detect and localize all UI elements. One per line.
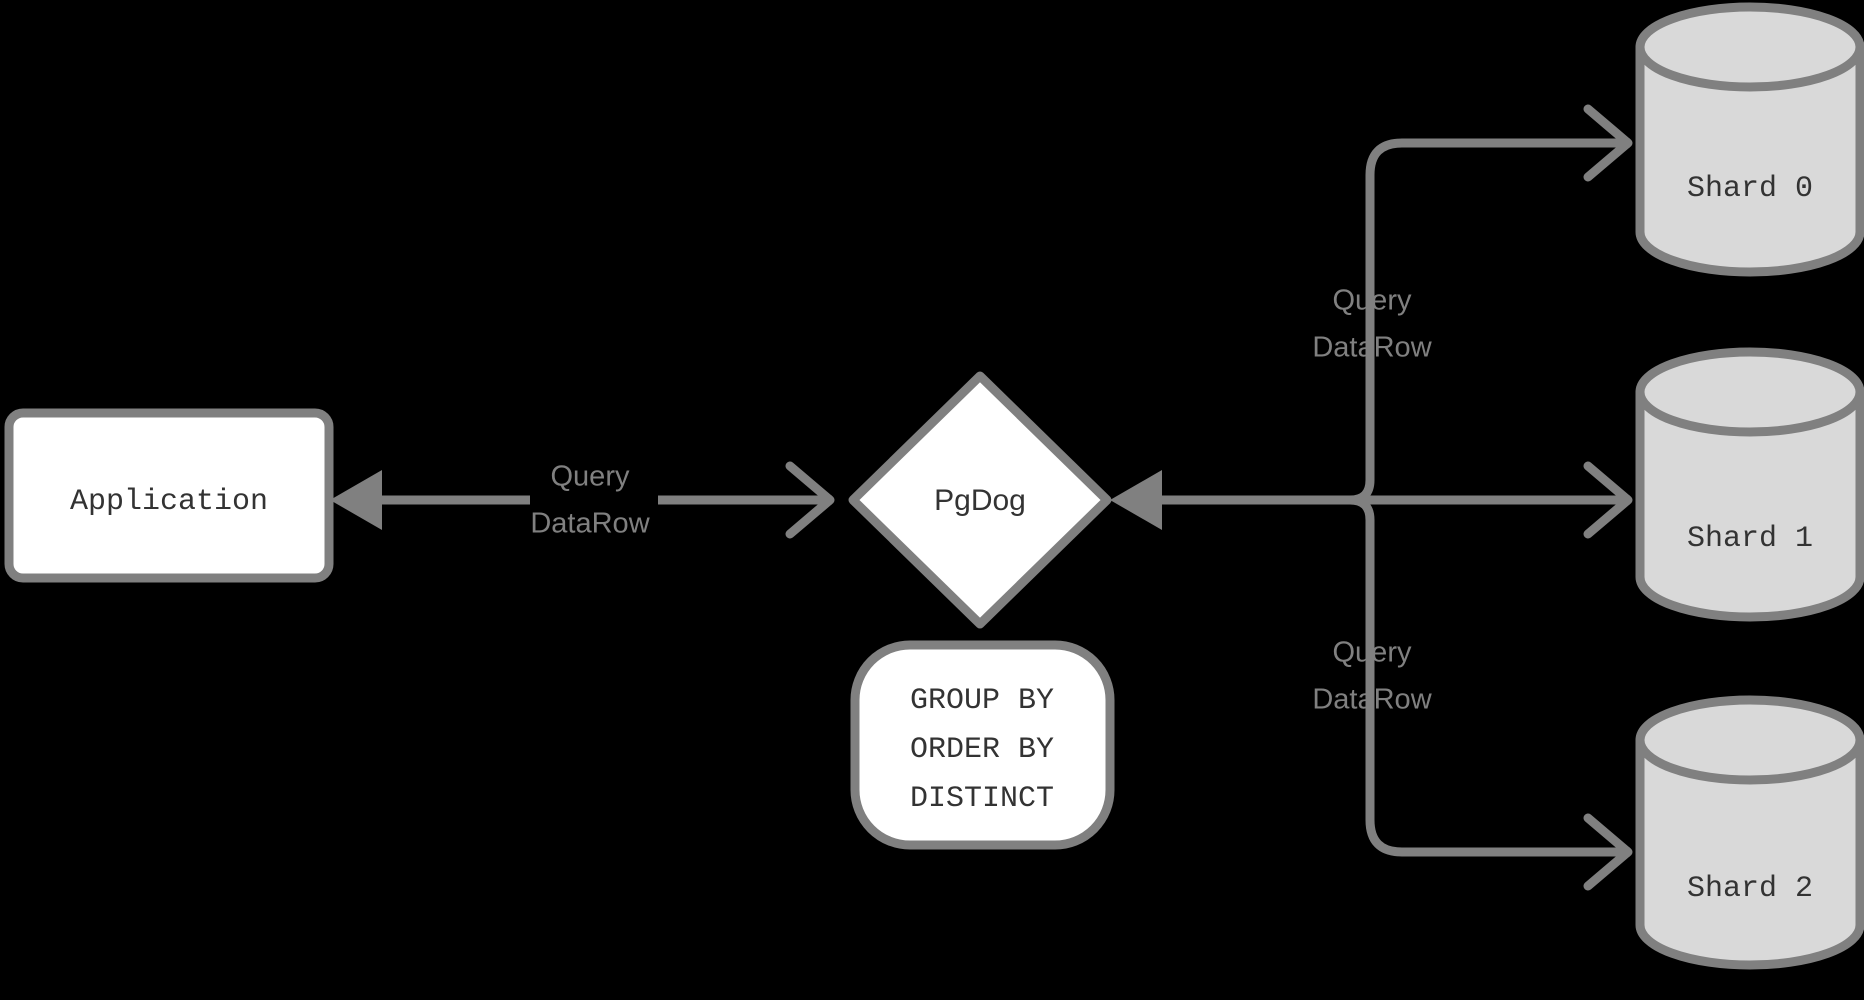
- edge-label-line-2: DataRow: [1312, 684, 1432, 716]
- shard-0-body[interactable]: [1635, 42, 1864, 277]
- node-pgdog[interactable]: PgDog: [848, 371, 1112, 629]
- edge-path-elbow-down: [1365, 520, 1630, 857]
- node-shard-1[interactable]: Shard 1: [1635, 347, 1864, 622]
- edge-label-app-pgdog: Query DataRow: [530, 461, 650, 540]
- shard-1-label: Shard 1: [1687, 522, 1813, 556]
- edge-app-to-pgdog-forward: [658, 461, 835, 539]
- shard-0-top: [1635, 2, 1864, 92]
- edge-label-line-2: DataRow: [1312, 332, 1432, 364]
- edge-label-pgdog-shard0: Query DataRow: [1312, 285, 1432, 364]
- edge-path-elbow-up: [1365, 138, 1630, 480]
- arrowhead-filled-left: [1110, 470, 1162, 530]
- edge-label-line-2: DataRow: [530, 508, 650, 540]
- edge-spine-to-shard1: [1370, 461, 1633, 539]
- application-label: Application: [70, 485, 268, 519]
- edge-junction-lower: [1349, 495, 1375, 521]
- shard-2-top: [1635, 695, 1864, 785]
- node-shard-2[interactable]: Shard 2: [1635, 695, 1864, 970]
- edge-layer: Query DataRow: [330, 104, 1633, 891]
- arrowhead-open-right: [1583, 104, 1633, 182]
- shard-1-body[interactable]: [1635, 387, 1864, 622]
- operations-line-3: DISTINCT: [910, 782, 1054, 816]
- operations-line-1: GROUP BY: [910, 684, 1054, 718]
- arrowhead-open-right: [1583, 461, 1633, 539]
- shard-1-top: [1635, 347, 1864, 437]
- edge-label-line-1: Query: [1333, 285, 1412, 317]
- node-shard-0[interactable]: Shard 0: [1635, 2, 1864, 277]
- shard-0-label: Shard 0: [1687, 172, 1813, 206]
- pgdog-label: PgDog: [934, 484, 1026, 517]
- edge-shardbus-to-pgdog: [1110, 470, 1370, 530]
- edge-label-line-1: Query: [551, 461, 630, 493]
- node-application[interactable]: Application: [4, 408, 334, 583]
- operations-box[interactable]: [850, 640, 1115, 850]
- operations-line-2: ORDER BY: [910, 733, 1054, 767]
- pgdog-diamond[interactable]: [848, 371, 1112, 629]
- arrowhead-open-right: [1583, 813, 1633, 891]
- shard-2-body[interactable]: [1635, 735, 1864, 970]
- edge-label-pgdog-shard2: Query DataRow: [1312, 637, 1432, 716]
- edge-label-line-1: Query: [1333, 637, 1412, 669]
- arrowhead-filled-left: [330, 470, 382, 530]
- arrowhead-open-right: [785, 461, 835, 539]
- application-box[interactable]: [4, 408, 334, 583]
- node-operations[interactable]: GROUP BY ORDER BY DISTINCT: [850, 640, 1115, 850]
- shard-2-label: Shard 2: [1687, 872, 1813, 906]
- edge-spine-to-shard2: [1349, 495, 1633, 891]
- edge-pgdog-to-app-return: [330, 470, 530, 530]
